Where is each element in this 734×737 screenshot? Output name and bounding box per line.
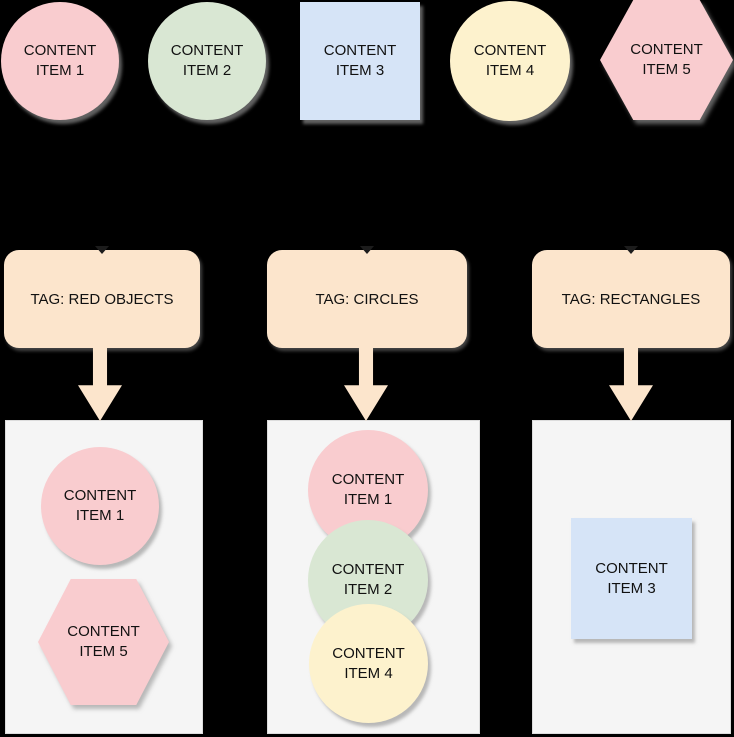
tag-red-objects-label: TAG: RED OBJECTS xyxy=(30,290,174,308)
group-red-objects-content-item-1: CONTENT ITEM 1 xyxy=(41,447,159,565)
content-item-4-label: CONTENT ITEM 4 xyxy=(332,644,405,682)
content-item-4-circle-shape xyxy=(450,1,570,121)
content-item-1-label: CONTENT ITEM 1 xyxy=(63,487,137,524)
group-circles-content-item-4: CONTENT ITEM 4 xyxy=(309,604,428,723)
content-item-4: CONTENT ITEM 4 xyxy=(450,1,570,121)
content-item-2: CONTENT ITEM 2 xyxy=(148,2,266,120)
content-item-2-circle-shape xyxy=(148,2,266,120)
group-circles: CONTENT ITEM 1 CONTENT ITEM 2 CONTENT IT… xyxy=(267,420,480,734)
group-red-objects: CONTENT ITEM 1 CONTENT ITEM 5 xyxy=(5,420,203,734)
content-item-1: CONTENT ITEM 1 xyxy=(1,2,119,120)
content-item-3-square-shape xyxy=(571,518,692,639)
group-rectangles: CONTENT ITEM 3 xyxy=(532,420,731,734)
content-item-5-hexagon-shape xyxy=(600,0,733,120)
content-item-1-label: CONTENT ITEM 1 xyxy=(331,471,405,508)
content-item-1-circle-shape xyxy=(41,447,159,565)
connector-arrowhead-icon xyxy=(360,246,374,254)
down-arrow-circles-icon xyxy=(344,348,388,421)
content-item-3-label: CONTENT ITEM 3 xyxy=(595,559,668,597)
content-item-5: CONTENT ITEM 5 xyxy=(600,0,733,120)
content-item-4-circle-shape xyxy=(309,604,428,723)
connector-arrowhead-icon xyxy=(95,246,109,254)
content-item-2-label: CONTENT ITEM 2 xyxy=(170,42,244,79)
tag-circles: TAG: CIRCLES xyxy=(267,246,467,348)
group-red-objects-content-item-5: CONTENT ITEM 5 xyxy=(38,579,169,705)
content-item-1-label: CONTENT ITEM 1 xyxy=(23,42,97,79)
content-item-4-label: CONTENT ITEM 4 xyxy=(473,42,547,79)
content-item-1-circle-shape xyxy=(1,2,119,120)
content-item-3-square-shape xyxy=(300,2,420,120)
tag-rectangles: TAG: RECTANGLES xyxy=(532,246,730,348)
content-item-5-label: CONTENT ITEM 5 xyxy=(630,41,703,78)
connector-arrowhead-icon xyxy=(624,246,638,254)
down-arrow-rectangles-icon xyxy=(609,348,653,421)
tag-circles-label: TAG: CIRCLES xyxy=(315,290,419,308)
down-arrow-red-objects-icon xyxy=(78,348,122,421)
content-item-5-label: CONTENT ITEM 5 xyxy=(67,623,140,660)
tag-rectangles-label: TAG: RECTANGLES xyxy=(561,290,701,308)
tag-red-objects: TAG: RED OBJECTS xyxy=(4,246,200,348)
content-item-2-label: CONTENT ITEM 2 xyxy=(331,561,405,598)
group-rectangles-content-item-3: CONTENT ITEM 3 xyxy=(571,518,692,639)
content-item-3: CONTENT ITEM 3 xyxy=(300,2,420,120)
content-item-5-hexagon-shape xyxy=(38,579,169,705)
content-item-3-label: CONTENT ITEM 3 xyxy=(323,42,397,79)
